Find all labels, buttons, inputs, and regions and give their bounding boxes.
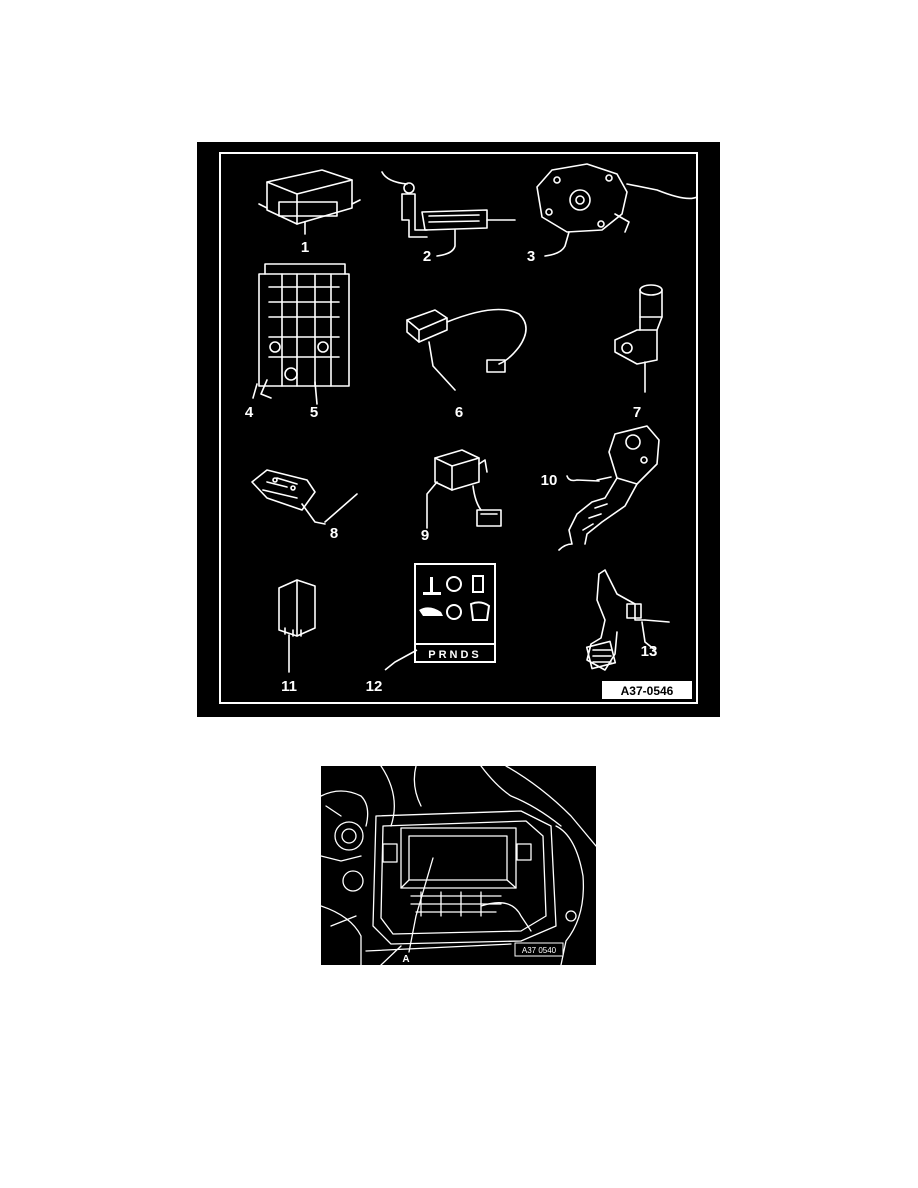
reference-code: A37-0546 [621,684,674,698]
component-overview-figure: PRNDS 1 2 3 4 5 6 7 8 9 10 11 12 13 A37-… [197,142,720,717]
gear-selector-text: PRNDS [428,649,482,661]
callout-7: 7 [633,404,641,421]
callout-5: 5 [310,404,318,421]
relay-drawing [278,579,316,673]
callout-6: 6 [455,404,463,421]
callout-3: 3 [527,248,535,265]
coolant-temperature-icon [430,577,433,593]
callout-9: 9 [421,527,429,544]
figure-frame [219,152,698,704]
airbag-warning-icon [469,601,491,621]
valve-body-drawing [252,263,350,405]
callout-13: 13 [641,643,658,660]
callout-8: 8 [330,525,338,542]
abs-warning-icon [446,604,462,620]
reference-code-box: A37-0546 [602,681,692,699]
speed-sensor-drawing [614,284,663,393]
installation-location-svg: A A37 0540 [320,765,597,966]
reference-code-2: A37 0540 [522,946,557,955]
sensor-with-cable-drawing [406,308,527,391]
installation-location-figure: A A37 0540 [320,765,597,966]
oil-pressure-icon [419,607,443,616]
callout-2: 2 [423,248,431,265]
brake-warning-icon [446,576,462,592]
diagnostic-connector-drawing [381,171,516,257]
control-module-drawing [258,169,361,235]
solenoid-drawing [426,449,502,529]
callout-1: 1 [301,239,309,256]
brake-pedal-drawing [585,569,670,671]
accelerator-pedal-drawing [558,425,660,551]
sender-unit-drawing [251,469,326,525]
leader-10 [324,493,358,523]
callout-12: 12 [366,678,383,695]
fuel-level-icon [472,575,484,593]
callout-10: 10 [541,472,558,489]
callout-a: A [402,954,409,965]
reference-code-box-2: A37 0540 [514,942,564,957]
callout-11: 11 [281,678,297,695]
component-overview-svg: PRNDS 1 2 3 4 5 6 7 8 9 10 11 12 13 A37-… [197,142,720,717]
indicator-panel: PRNDS [384,563,496,671]
callout-4: 4 [245,404,254,421]
multifunction-switch-drawing [536,163,698,257]
